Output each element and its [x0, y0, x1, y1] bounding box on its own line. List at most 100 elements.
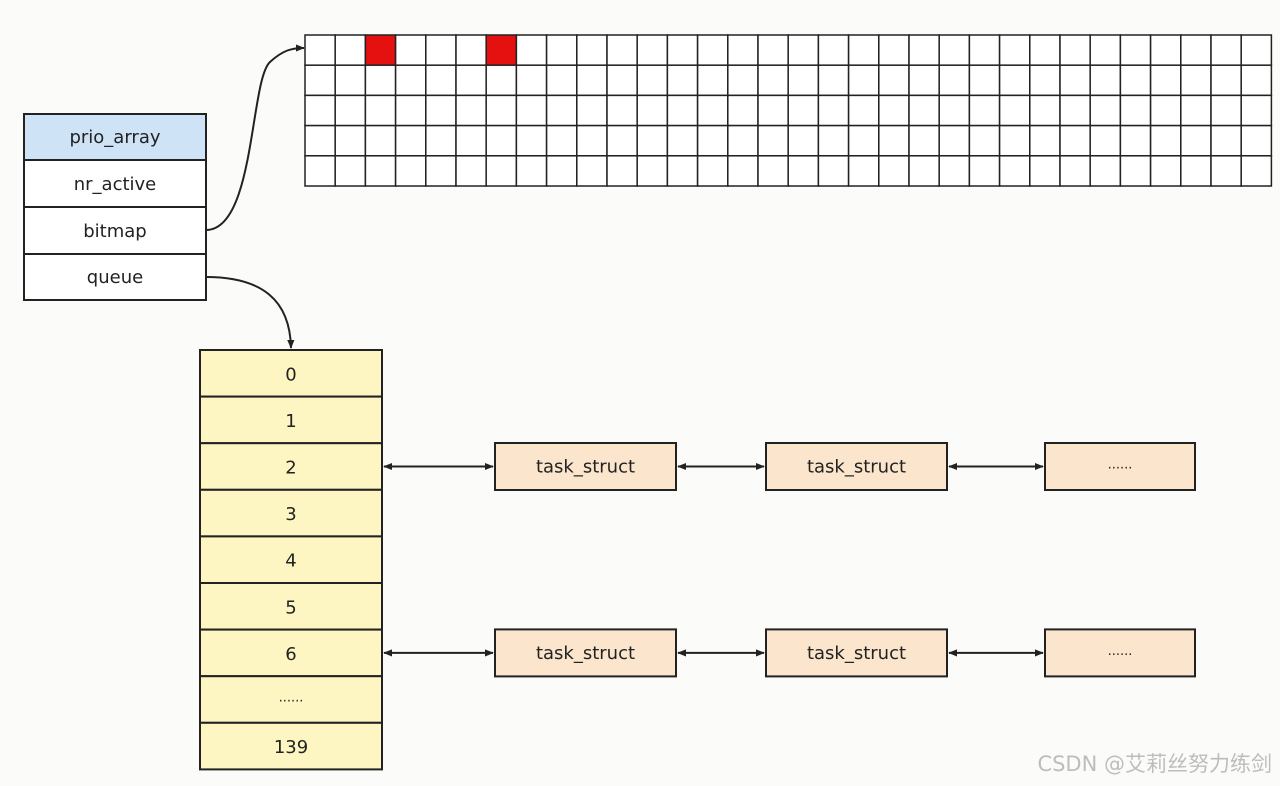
queue-slot-label: 0: [285, 364, 296, 385]
bitmap-cell: [696, 34, 729, 66]
task-node-label: ......: [1108, 458, 1133, 473]
task-node-label: ......: [1108, 644, 1133, 659]
bitmap-cell: [847, 155, 880, 187]
prio-array-header-cell: [23, 113, 207, 161]
bitmap-cell: [998, 124, 1031, 157]
bitmap-cell: [1210, 34, 1242, 66]
bitmap-cell: [334, 94, 367, 127]
bitmap-cell: [787, 64, 820, 97]
bitmap-cell: [1059, 94, 1091, 127]
bitmap-cell: [334, 34, 367, 66]
nr-active-cell: [23, 159, 207, 208]
bitmap-cell: [636, 155, 669, 187]
bitmap-cell: [757, 94, 789, 127]
bitmap-cell: [817, 34, 850, 66]
bitmap-cell: [878, 94, 910, 127]
bitmap-cell: [847, 64, 880, 97]
bitmap-cell: [787, 124, 820, 157]
bitmap-cell: [1240, 124, 1273, 157]
bitmap-cell: [364, 94, 397, 127]
bitmap-cell: [1119, 124, 1152, 157]
bitmap-cell: [1149, 34, 1182, 66]
bitmap-cell: [425, 64, 457, 97]
queue-slot-label: 5: [285, 597, 296, 618]
task-node: [1044, 442, 1196, 491]
bitmap-cell: [606, 124, 638, 157]
bitmap-cell: [1149, 124, 1182, 157]
bitmap-cell: [1180, 64, 1212, 97]
bitmap-cell: [304, 64, 336, 97]
bitmap-cell: [334, 124, 367, 157]
bitmap-cell: [364, 124, 397, 157]
bitmap-cell: [485, 64, 518, 97]
bitmap-cell: [364, 155, 397, 187]
queue-slot: [199, 582, 383, 631]
bitmap-cell: [636, 124, 669, 157]
prio-array-struct: prio_array nr_active bitmap queue: [23, 113, 207, 301]
bitmap-cell: [394, 64, 427, 97]
queue-slot: [199, 675, 383, 724]
task-node: [494, 442, 677, 491]
bitmap-cell: [817, 155, 850, 187]
bitmap-cell: [394, 155, 427, 187]
nr-active-label: nr_active: [74, 174, 157, 195]
bitmap-cell: [455, 34, 487, 66]
bitmap-cell: [696, 155, 729, 187]
bitmap-cell: [1089, 34, 1122, 66]
bitmap-cell: [394, 124, 427, 157]
bitmap-cell: [636, 94, 669, 127]
bitmap-cell: [1089, 64, 1122, 97]
bitmap-cell: [455, 94, 487, 127]
bitmap-cell: [666, 124, 699, 157]
bitmap-cell: [968, 34, 1001, 66]
bitmap-cell: [696, 124, 729, 157]
bitmap-pointer-arrow: [205, 44, 305, 231]
bitmap-cell: [908, 34, 940, 66]
bitmap-cell: [1210, 64, 1242, 97]
bitmap-cell: [968, 124, 1001, 157]
bitmap-cell: [968, 94, 1001, 127]
prio-array-label: prio_array: [69, 127, 160, 148]
bitmap-cell: [576, 64, 608, 97]
bitmap-cell: [394, 94, 427, 127]
bitmap-cell: [847, 124, 880, 157]
task-node-label: task_struct: [536, 457, 635, 478]
queue-slot-label: 2: [285, 458, 296, 479]
bitmap-cell: [545, 155, 578, 187]
bitmap-cell: [1119, 94, 1152, 127]
bitmap-cell: [636, 34, 669, 66]
watermark: CSDN @艾莉丝努力练剑: [1037, 752, 1272, 776]
bitmap-cell: [938, 155, 971, 187]
bitmap-cell: [1089, 94, 1122, 127]
bitmap-cell: [696, 64, 729, 97]
bitmap-cell: [1119, 34, 1152, 66]
bitmap-cell: [1029, 34, 1061, 66]
bitmap-cell: [998, 155, 1031, 187]
bitmap-cell: [998, 34, 1031, 66]
bitmap-cell: [425, 155, 457, 187]
bitmap-cell: [968, 64, 1001, 97]
bitmap-cell: [817, 94, 850, 127]
bitmap-cell: [938, 94, 971, 127]
bitmap-cell: [334, 155, 367, 187]
bitmap-cell: [304, 94, 336, 127]
bitmap-cell: [1149, 155, 1182, 187]
bitmap-cell: [1180, 94, 1212, 127]
queue-slot-label: 6: [285, 644, 296, 665]
bitmap-cell: [757, 34, 789, 66]
bitmap-cell: [757, 155, 789, 187]
bitmap-cell: [817, 124, 850, 157]
bitmap-cell: [1210, 155, 1242, 187]
queue-slot-label: ......: [279, 691, 304, 706]
bitmap-cell: [334, 64, 367, 97]
bitmap-cell: [545, 34, 578, 66]
bitmap-cell: [787, 94, 820, 127]
bitmap-cell: [666, 155, 699, 187]
bitmap-cell: [1240, 155, 1273, 187]
bitmap-cell: [998, 64, 1031, 97]
queue-slot: [199, 395, 383, 445]
bitmap-cell: [1119, 155, 1152, 187]
bitmap-cell: [515, 124, 548, 157]
bitmap-cell: [455, 64, 487, 97]
